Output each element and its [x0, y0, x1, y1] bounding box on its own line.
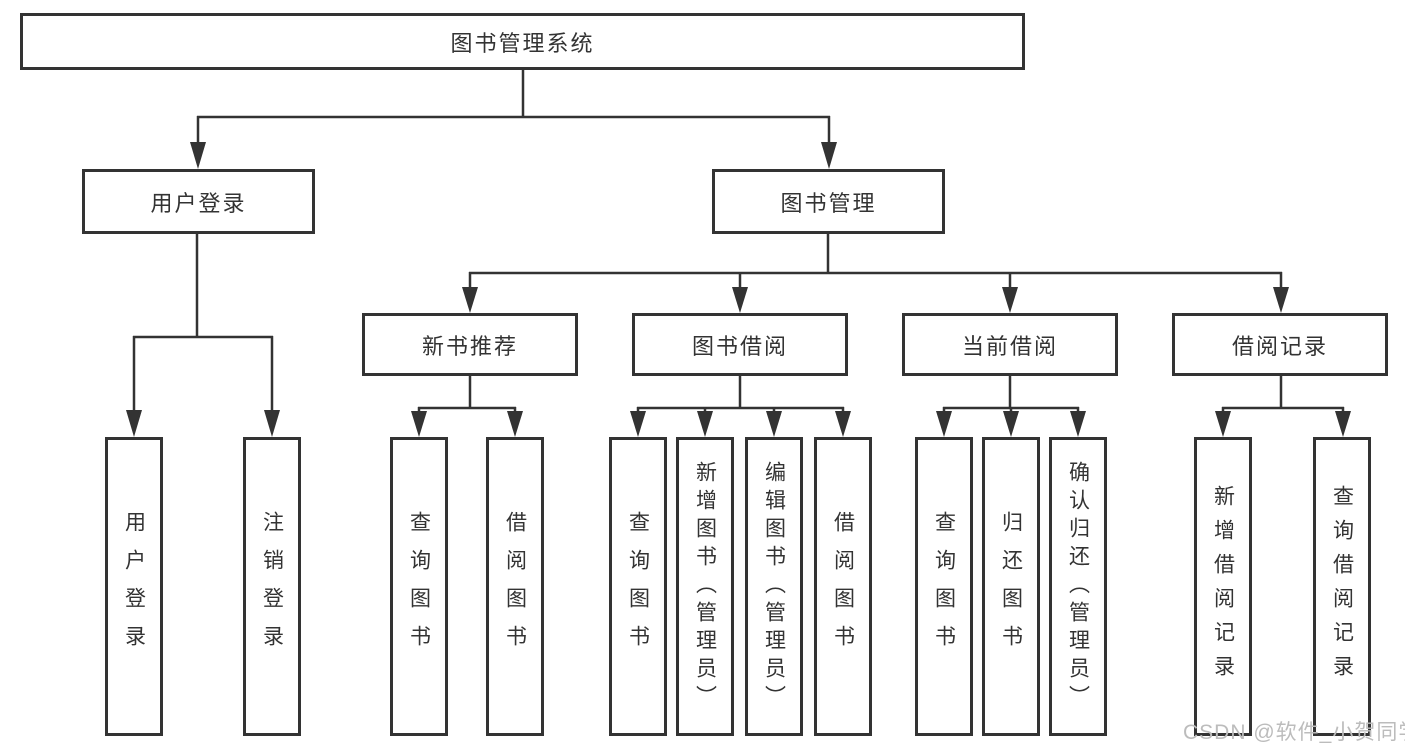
arrowhead	[411, 411, 427, 437]
arrowhead	[936, 411, 952, 437]
arrowhead	[732, 287, 748, 313]
arrowhead	[630, 411, 646, 437]
node-user-login: 用户登录	[82, 169, 315, 234]
connector-bookmgmt-to-level3	[462, 233, 1289, 313]
leaf-label: 确认归还（管理员）	[1066, 460, 1090, 713]
arrowhead	[264, 410, 280, 437]
node-label: 图书借阅	[691, 333, 788, 359]
leaf-user-login: 用户登录	[105, 437, 163, 736]
leaf-query-books-1: 查询图书	[390, 437, 448, 736]
csdn-watermark: CSDN @软件_小贺同学	[1183, 721, 1405, 744]
connector-root-to-level2	[190, 68, 837, 169]
leaf-add-borrow-record: 新增借阅记录	[1194, 437, 1252, 736]
node-label: 图书管理系统	[450, 30, 595, 56]
leaf-label: 用户登录	[122, 510, 146, 663]
leaf-label: 查询借阅记录	[1330, 484, 1354, 689]
arrowhead	[766, 411, 782, 437]
leaf-query-borrow-record: 查询借阅记录	[1313, 437, 1371, 736]
arrowhead	[190, 142, 206, 169]
leaf-logout: 注销登录	[243, 437, 301, 736]
node-label: 当前借阅	[961, 333, 1058, 359]
leaf-label: 新增借阅记录	[1211, 484, 1235, 689]
leaf-query-books-2: 查询图书	[609, 437, 667, 736]
arrowhead	[462, 287, 478, 313]
leaf-label: 新增图书（管理员）	[693, 460, 717, 713]
leaf-label: 借阅图书	[503, 510, 527, 663]
connector-newbooks-to-leaves	[411, 375, 523, 437]
arrowhead	[1215, 411, 1231, 437]
leaf-label: 查询图书	[407, 510, 431, 663]
connector-current-to-leaves	[936, 375, 1086, 437]
arrowhead	[1002, 287, 1018, 313]
leaf-return-books: 归还图书	[982, 437, 1040, 736]
arrowhead	[697, 411, 713, 437]
arrowhead	[835, 411, 851, 437]
arrowhead	[507, 411, 523, 437]
leaf-label: 查询图书	[626, 510, 650, 663]
node-label: 图书管理	[780, 190, 877, 216]
connector-borrow-to-leaves	[630, 375, 851, 437]
leaf-borrow-books-2: 借阅图书	[814, 437, 872, 736]
leaf-add-books-admin: 新增图书（管理员）	[676, 437, 734, 736]
node-book-management: 图书管理	[712, 169, 945, 234]
leaf-label: 编辑图书（管理员）	[762, 460, 786, 713]
node-label: 借阅记录	[1231, 333, 1328, 359]
leaf-label: 查询图书	[932, 510, 956, 663]
node-book-borrow: 图书借阅	[632, 313, 848, 376]
node-label: 新书推荐	[421, 333, 518, 359]
node-new-book-recommend: 新书推荐	[362, 313, 578, 376]
leaf-edit-books-admin: 编辑图书（管理员）	[745, 437, 803, 736]
node-borrow-records: 借阅记录	[1172, 313, 1388, 376]
leaf-label: 借阅图书	[831, 510, 855, 663]
node-root-system: 图书管理系统	[20, 13, 1025, 70]
leaf-label: 归还图书	[999, 510, 1023, 663]
leaf-borrow-books-1: 借阅图书	[486, 437, 544, 736]
leaf-query-books-3: 查询图书	[915, 437, 973, 736]
arrowhead	[821, 142, 837, 169]
leaf-label: 注销登录	[260, 510, 284, 663]
arrowhead	[1070, 411, 1086, 437]
node-current-borrow: 当前借阅	[902, 313, 1118, 376]
connector-userlogin-to-leaves	[126, 233, 280, 437]
leaf-confirm-return-admin: 确认归还（管理员）	[1049, 437, 1107, 736]
node-label: 用户登录	[150, 190, 247, 216]
arrowhead	[126, 410, 142, 437]
arrowhead	[1003, 411, 1019, 437]
arrowhead	[1335, 411, 1351, 437]
connector-records-to-leaves	[1215, 375, 1351, 437]
arrowhead	[1273, 287, 1289, 313]
